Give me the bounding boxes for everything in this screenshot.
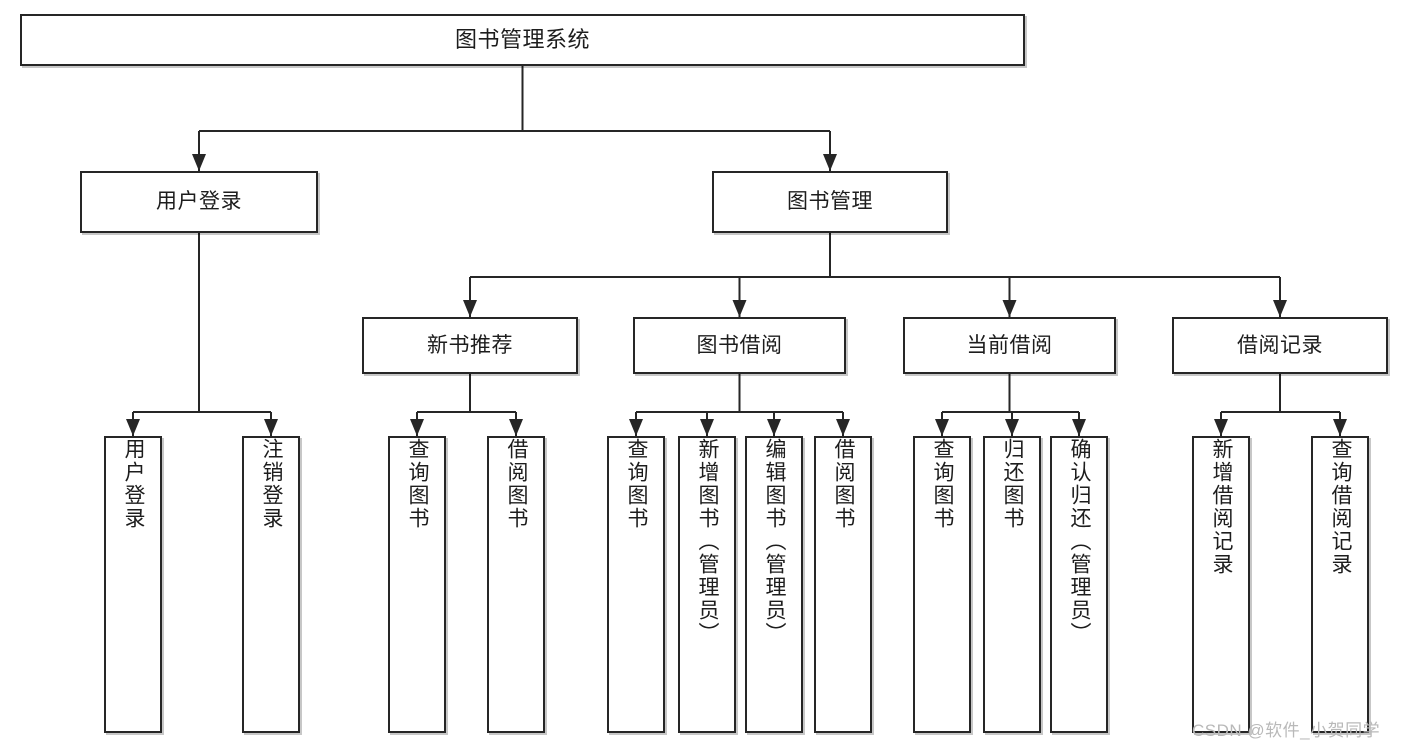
arrowhead-icon [463,300,477,317]
node-label: 新增图书（管理员） [696,438,720,645]
node-leaf-bw-e[interactable]: 编辑图书（管理员） [745,436,803,733]
arrowhead-icon [629,419,643,436]
node-label: 新书推荐 [427,333,513,357]
node-label: 用户登录 [122,438,146,530]
node-leaf-cu-c[interactable]: 确认归还（管理员） [1050,436,1108,733]
node-label: 借阅记录 [1237,333,1323,357]
node-bookmgmt[interactable]: 图书管理 [712,171,948,233]
arrowhead-icon [1333,419,1347,436]
arrowhead-icon [1002,300,1017,317]
node-label: 确认归还（管理员） [1068,438,1092,645]
arrowhead-icon [1005,419,1019,436]
node-label: 新增借阅记录 [1210,438,1234,576]
node-records[interactable]: 借阅记录 [1172,317,1388,374]
arrowhead-icon [823,154,837,171]
node-label: 借阅图书 [832,438,856,530]
arrowhead-icon [836,419,850,436]
node-leaf-nb-b[interactable]: 借阅图书 [487,436,545,733]
node-leaf-bw-q[interactable]: 查询图书 [607,436,665,733]
node-newbook[interactable]: 新书推荐 [362,317,578,374]
node-label: 用户登录 [156,190,242,214]
node-login[interactable]: 用户登录 [80,171,318,233]
arrowhead-icon [935,419,949,436]
node-label: 编辑图书（管理员） [763,438,787,645]
node-label: 归还图书 [1001,438,1025,530]
node-label: 图书管理 [787,190,873,214]
arrowhead-icon [192,154,206,171]
node-leaf-nb-q[interactable]: 查询图书 [388,436,446,733]
node-label: 借阅图书 [505,438,529,530]
node-leaf-cu-r[interactable]: 归还图书 [983,436,1041,733]
arrowhead-icon [410,419,424,436]
arrowhead-icon [1214,419,1228,436]
arrowhead-icon [1273,300,1287,317]
node-leaf-cu-q[interactable]: 查询图书 [913,436,971,733]
node-leaf-bw-a[interactable]: 新增图书（管理员） [678,436,736,733]
node-borrow[interactable]: 图书借阅 [633,317,846,374]
node-label: 图书借阅 [696,333,783,357]
arrowhead-icon [732,300,747,317]
node-label: 查询图书 [625,438,649,530]
node-leaf-rc-a[interactable]: 新增借阅记录 [1192,436,1250,733]
node-label: 注销登录 [260,438,284,530]
arrowhead-icon [509,419,523,436]
node-label: 查询借阅记录 [1329,438,1353,576]
node-current[interactable]: 当前借阅 [903,317,1116,374]
node-label: 查询图书 [931,438,955,530]
node-leaf-rc-q[interactable]: 查询借阅记录 [1311,436,1369,733]
node-root[interactable]: 图书管理系统 [20,14,1025,66]
node-leaf-login[interactable]: 用户登录 [104,436,162,733]
arrowhead-icon [126,419,140,436]
node-leaf-logout[interactable]: 注销登录 [242,436,300,733]
node-label: 图书管理系统 [454,26,590,52]
node-leaf-bw-b[interactable]: 借阅图书 [814,436,872,733]
arrowhead-icon [767,419,781,436]
arrowhead-icon [700,419,714,436]
watermark: CSDN @软件_小贺同学 [1192,721,1381,740]
node-label: 当前借阅 [966,333,1053,357]
node-label: 查询图书 [406,438,430,530]
arrowhead-icon [1072,419,1086,436]
arrowhead-icon [264,419,278,436]
